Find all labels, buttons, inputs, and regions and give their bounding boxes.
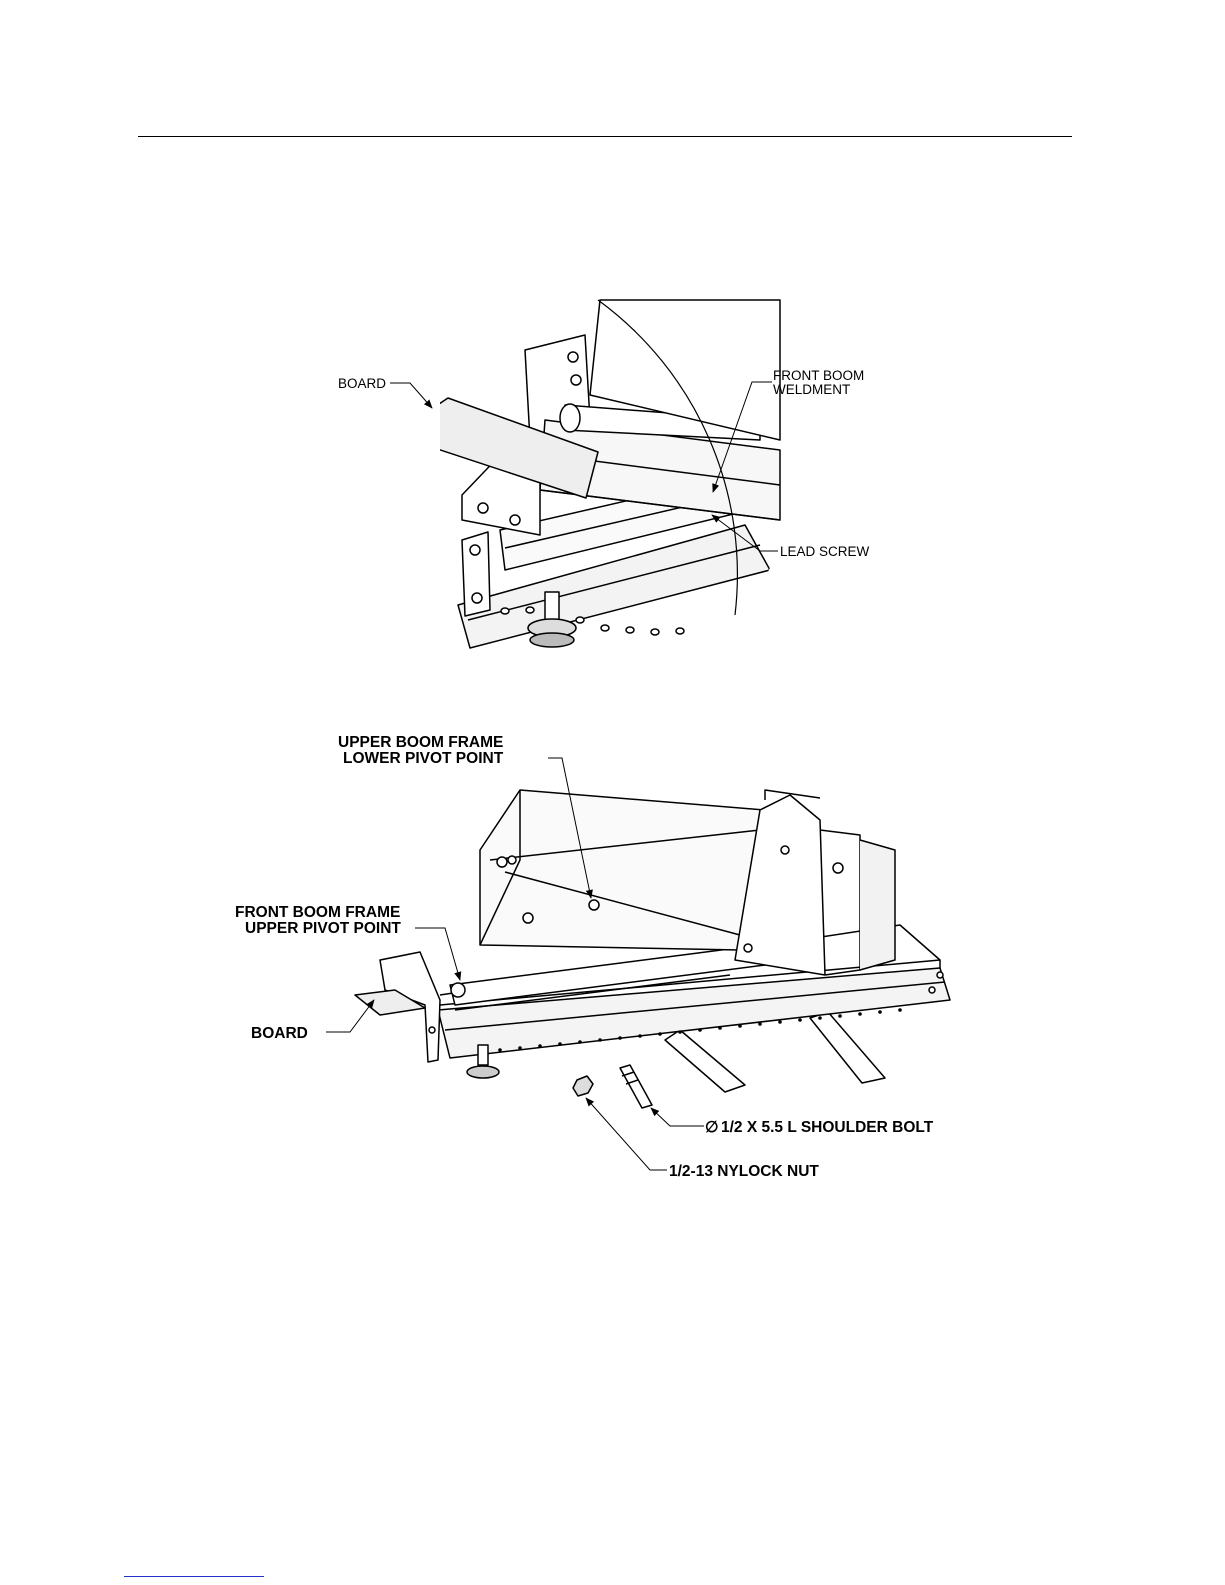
lead-screw-label: LEAD SCREW <box>780 544 870 559</box>
front-boom-frame-label-line1: FRONT BOOM FRAME <box>235 904 400 921</box>
board-label-2: BOARD <box>251 1025 308 1042</box>
board-label: BOARD <box>338 376 386 391</box>
upper-boom-label-line2: LOWER PIVOT POINT <box>343 750 504 767</box>
footer-link-underline <box>124 1576 264 1577</box>
front-boom-weldment-label-line2: WELDMENT <box>773 382 850 397</box>
assembly-figure <box>355 790 950 1108</box>
upper-boom-label-line1: UPPER BOOM FRAME <box>338 734 503 751</box>
front-boom-frame-label-line2: UPPER PIVOT POINT <box>245 920 401 937</box>
detail-figure <box>410 300 780 648</box>
nylock-nut-label: 1/2-13 NYLOCK NUT <box>669 1163 819 1180</box>
shoulder-bolt-label: 1/2 X 5.5 L SHOULDER BOLT <box>721 1119 934 1136</box>
front-boom-weldment-label-line1: FRONT BOOM <box>773 368 864 383</box>
diameter-symbol: ∅ <box>705 1119 719 1136</box>
